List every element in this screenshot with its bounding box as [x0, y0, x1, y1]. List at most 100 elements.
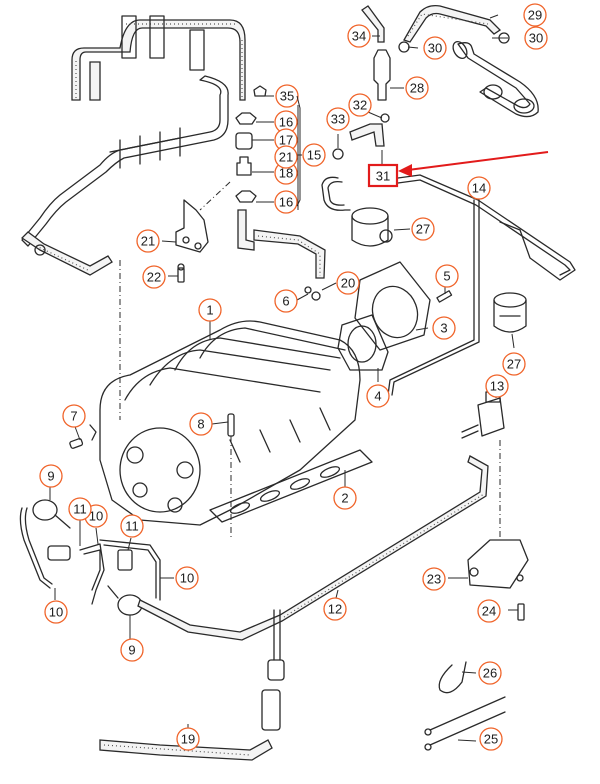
callout-7-text: 7 — [70, 409, 77, 424]
callout-20[interactable]: 20 — [336, 271, 360, 295]
vacuum-actuators-left — [19, 499, 161, 616]
throttle-body — [304, 261, 453, 371]
callout-18[interactable]: 18 — [274, 161, 298, 185]
callout-10-mid-text: 10 — [89, 509, 103, 524]
callout-22[interactable]: 22 — [142, 265, 166, 289]
highlight-arrow — [407, 151, 549, 171]
callout-10-right-text: 10 — [180, 571, 194, 586]
callout-9-lower[interactable]: 9 — [120, 638, 144, 662]
callout-30-right[interactable]: 30 — [524, 26, 548, 50]
callout-17-text: 17 — [279, 133, 293, 148]
callout-8-text: 8 — [197, 417, 204, 432]
callout-30-right-text: 30 — [529, 31, 543, 46]
callout-27-lower-text: 27 — [507, 357, 521, 372]
callout-11-right[interactable]: 11 — [120, 514, 144, 538]
manifold-gasket — [209, 449, 373, 523]
callout-24[interactable]: 24 — [477, 599, 501, 623]
group-15-bracket — [296, 95, 301, 207]
callout-4-text: 4 — [374, 389, 381, 404]
callout-28-text: 28 — [410, 81, 424, 96]
callout-14[interactable]: 14 — [467, 176, 491, 200]
callout-33[interactable]: 33 — [326, 107, 350, 131]
callout-18-text: 18 — [279, 166, 293, 181]
callout-26[interactable]: 26 — [478, 661, 502, 685]
callout-20-text: 20 — [341, 276, 355, 291]
callout-25-text: 25 — [484, 732, 498, 747]
highlight-31-text: 31 — [376, 169, 390, 184]
bracket — [175, 199, 209, 283]
callout-3[interactable]: 3 — [432, 316, 456, 340]
callout-1-text: 1 — [206, 303, 213, 318]
solenoid-valve — [461, 391, 529, 621]
callout-19-text: 19 — [181, 732, 195, 747]
callout-28[interactable]: 28 — [405, 76, 429, 100]
callout-33-text: 33 — [331, 112, 345, 127]
callout-27-upper[interactable]: 27 — [411, 217, 435, 241]
arrow-head-icon — [398, 164, 412, 177]
callout-14-text: 14 — [472, 181, 486, 196]
callout-35-text: 35 — [280, 89, 294, 104]
hose-harness-top-left — [20, 15, 246, 276]
callout-12-text: 12 — [328, 602, 342, 617]
callout-12[interactable]: 12 — [323, 597, 347, 621]
callout-9-upper-text: 9 — [47, 469, 54, 484]
callout-1[interactable]: 1 — [198, 298, 222, 322]
long-vacuum-hose — [137, 455, 489, 641]
callout-35[interactable]: 35 — [275, 84, 299, 108]
callout-27-lower[interactable]: 27 — [502, 352, 526, 376]
plug — [69, 424, 97, 449]
callout-5[interactable]: 5 — [435, 264, 459, 288]
callout-34-text: 34 — [352, 29, 366, 44]
callout-27-upper-text: 27 — [416, 222, 430, 237]
intake-manifold — [99, 260, 361, 540]
callout-6-text: 6 — [282, 294, 289, 309]
callout-23[interactable]: 23 — [422, 567, 446, 591]
valve-upper — [351, 207, 393, 247]
callout-13[interactable]: 13 — [485, 374, 509, 398]
callout-10-left-text: 10 — [49, 605, 63, 620]
callout-11-left-text: 11 — [73, 502, 87, 517]
callout-34[interactable]: 34 — [347, 24, 371, 48]
callout-23-text: 23 — [427, 572, 441, 587]
callout-4[interactable]: 4 — [366, 384, 390, 408]
callout-16-lower[interactable]: 16 — [274, 190, 298, 214]
callout-16-upper-text: 16 — [279, 115, 293, 130]
callout-9-upper[interactable]: 9 — [39, 464, 63, 488]
vacuum-hose-network — [321, 174, 576, 396]
leader-lines — [49, 14, 518, 745]
callout-9-lower-text: 9 — [128, 643, 135, 658]
callout-30-left-text: 30 — [428, 41, 442, 56]
callout-21-left-text: 21 — [141, 234, 155, 249]
callout-3-text: 3 — [440, 321, 447, 336]
cable-ties — [424, 661, 506, 751]
callout-10-right[interactable]: 10 — [175, 566, 199, 590]
callout-26-text: 26 — [483, 666, 497, 681]
highlight-part-31[interactable]: 31 — [367, 151, 549, 188]
sensor-stack — [199, 85, 326, 279]
callout-11-right-text: 11 — [125, 519, 139, 534]
callout-19[interactable]: 19 — [176, 727, 200, 751]
callout-29[interactable]: 29 — [523, 3, 547, 27]
callout-22-text: 22 — [147, 270, 161, 285]
callout-30-left[interactable]: 30 — [423, 36, 447, 60]
callout-2[interactable]: 2 — [333, 486, 357, 510]
callout-16-upper[interactable]: 16 — [274, 110, 298, 134]
callout-25[interactable]: 25 — [479, 727, 503, 751]
callout-2-text: 2 — [341, 491, 348, 506]
callout-6[interactable]: 6 — [274, 289, 298, 313]
callout-21-left[interactable]: 21 — [136, 229, 160, 253]
callout-11-left[interactable]: 11 — [68, 497, 92, 521]
callout-29-text: 29 — [528, 8, 542, 23]
callout-5-text: 5 — [443, 269, 450, 284]
callout-15-text: 15 — [307, 148, 321, 163]
callout-13-text: 13 — [490, 379, 504, 394]
callout-8[interactable]: 8 — [189, 412, 213, 436]
callout-10-left[interactable]: 10 — [44, 600, 68, 624]
callout-21-right-text: 21 — [279, 150, 293, 165]
callout-32[interactable]: 32 — [348, 93, 372, 117]
upper-right-pipework — [332, 4, 539, 160]
callout-15[interactable]: 15 — [302, 143, 326, 167]
callout-21-right[interactable]: 21 — [274, 145, 298, 169]
callout-7[interactable]: 7 — [62, 404, 86, 428]
